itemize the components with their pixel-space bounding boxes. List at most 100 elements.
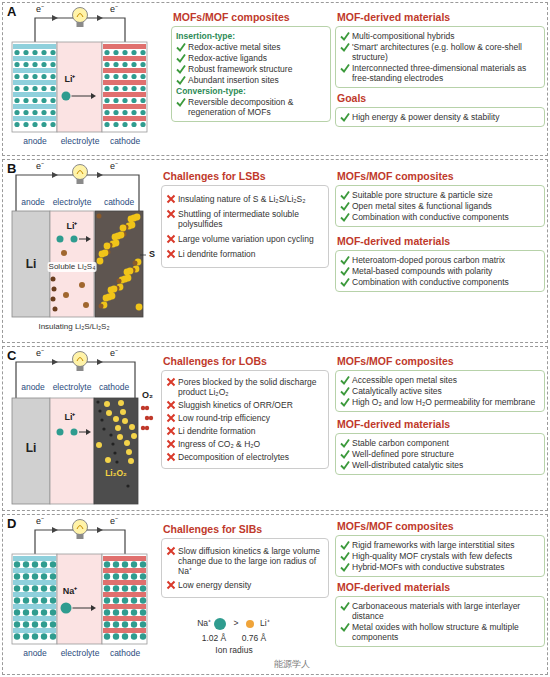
part-label: cathode	[99, 382, 129, 392]
group-box: Pores blocked by the solid discharge pro…	[161, 370, 329, 469]
group-heading: Challenges for LOBs	[163, 355, 329, 368]
list-item: Insertion-type:	[176, 31, 326, 41]
inserted-ion	[23, 609, 29, 615]
inserted-ion	[50, 561, 56, 567]
inserted-ion	[104, 62, 109, 67]
electrode-layer	[103, 628, 146, 633]
li2o2-deposit	[131, 433, 137, 439]
wire	[35, 530, 73, 554]
ion-arrow-head	[86, 236, 91, 242]
inserted-ion	[32, 597, 38, 603]
check-mark	[176, 42, 186, 52]
inserted-ion	[131, 50, 136, 55]
li2s-particle	[133, 261, 138, 266]
list-item: Interconnected three-dimensional materia…	[340, 63, 540, 83]
cross-mark	[166, 209, 176, 219]
inserted-ion	[41, 62, 46, 67]
strategy-group: MOF-derived materialsCarbonaceous materi…	[335, 581, 545, 647]
inserted-ion	[104, 50, 109, 55]
inserted-ion	[131, 621, 137, 627]
polysulfide	[79, 282, 85, 288]
sulfur-particle	[112, 234, 119, 241]
check-mark	[340, 460, 350, 470]
inserted-ion	[131, 573, 137, 579]
li2o2-deposit	[117, 434, 123, 440]
check-mark	[340, 551, 350, 561]
current-arrow	[97, 527, 103, 533]
metal-label: Li	[26, 441, 37, 455]
bulb-base	[77, 366, 84, 371]
subheading: Conversion-type:	[176, 86, 326, 96]
list-item: Carbonaceous materials with large interl…	[340, 601, 540, 621]
pore	[98, 409, 101, 412]
strategy-group: MOFs/MOF compositesSuitable pore structu…	[335, 170, 545, 227]
battery-schematic	[12, 8, 147, 133]
inserted-ion	[23, 62, 28, 67]
list-item: Insulating nature of S & Li₂S/Li₂S₂	[166, 194, 324, 204]
inserted-ion	[122, 62, 127, 67]
wire	[16, 362, 73, 398]
inserted-ion	[104, 597, 110, 603]
list-item: High energy & power density & stability	[340, 112, 540, 122]
comparison-label: Na⁺	[197, 618, 211, 628]
strategy-group: GoalsHigh energy & power density & stabi…	[335, 92, 545, 127]
inserted-ion	[23, 110, 28, 115]
pore	[96, 400, 99, 403]
item-text: Open metal sites & functional ligands	[352, 201, 540, 211]
bulb-filament	[77, 171, 83, 175]
electrode-layer	[13, 592, 56, 597]
list-item: Combination with conductive components	[340, 277, 540, 287]
inserted-ion	[140, 609, 146, 615]
inserted-ion	[113, 573, 119, 579]
list-item: Suitable pore structure & particle size	[340, 190, 540, 200]
strategy-group: MOFs/MOF compositesAccessible open metal…	[335, 355, 545, 412]
insulating-deposit	[52, 287, 57, 292]
strategy-group: MOFs/MOF compositesInsertion-type:Redox-…	[171, 11, 331, 122]
inserted-ion	[14, 122, 19, 127]
species-label: Insulating Li₂S/Li₂S₂	[37, 322, 110, 332]
list-item: High O₂ and low H₂O permeability for mem…	[340, 397, 540, 407]
list-item: Decomposition of electrolytes	[166, 452, 324, 462]
list-item: Low round-trip efficiency	[166, 413, 324, 423]
bulb-filament	[77, 526, 83, 530]
inserted-ion	[32, 74, 37, 79]
comparison-label: Li⁺	[260, 618, 270, 628]
inserted-ion	[122, 621, 128, 627]
group-heading: MOFs/MOF composites	[173, 11, 331, 24]
sulfur-particle	[104, 243, 111, 250]
inserted-ion	[140, 62, 145, 67]
ion-label: O₂	[142, 390, 153, 401]
inserted-ion	[104, 561, 110, 567]
item-text: Well-defined pore structure	[352, 449, 540, 459]
inserted-ion	[14, 597, 20, 603]
group-heading: Challenges for SIBs	[163, 523, 329, 536]
bulb-filament	[77, 358, 83, 362]
list-item: Abundant insertion sites	[176, 75, 326, 85]
item-text: Low round-trip efficiency	[178, 413, 324, 423]
inserted-ion	[131, 561, 137, 567]
group-box: Slow diffusion kinetics & large volume c…	[161, 538, 329, 598]
list-item: Stable carbon component	[340, 438, 540, 448]
check-mark	[340, 201, 350, 211]
inserted-ion	[122, 110, 127, 115]
panel-frame: BChallenges for LSBsInsulating nature of…	[2, 159, 548, 343]
electrode-layer	[103, 604, 146, 609]
item-text: Suitable pore structure & particle size	[352, 190, 540, 200]
list-item: Robust framework structure	[176, 64, 326, 74]
check-mark	[340, 438, 350, 448]
inserted-ion	[41, 561, 47, 567]
item-text: Abundant insertion sites	[188, 75, 326, 85]
inserted-ion	[122, 609, 128, 615]
inserted-ion	[113, 98, 118, 103]
inserted-ion	[14, 633, 20, 639]
electrode-layer	[13, 604, 56, 609]
battery-schematic	[12, 352, 153, 505]
sulfur-particle	[99, 251, 106, 258]
li2o2-deposit	[118, 400, 124, 406]
electrode-layer	[103, 592, 146, 597]
inserted-ion	[50, 98, 55, 103]
electron-label: e⁻	[36, 4, 44, 15]
inserted-ion	[32, 122, 37, 127]
inserted-ion	[14, 609, 20, 615]
inserted-ion	[140, 585, 146, 591]
